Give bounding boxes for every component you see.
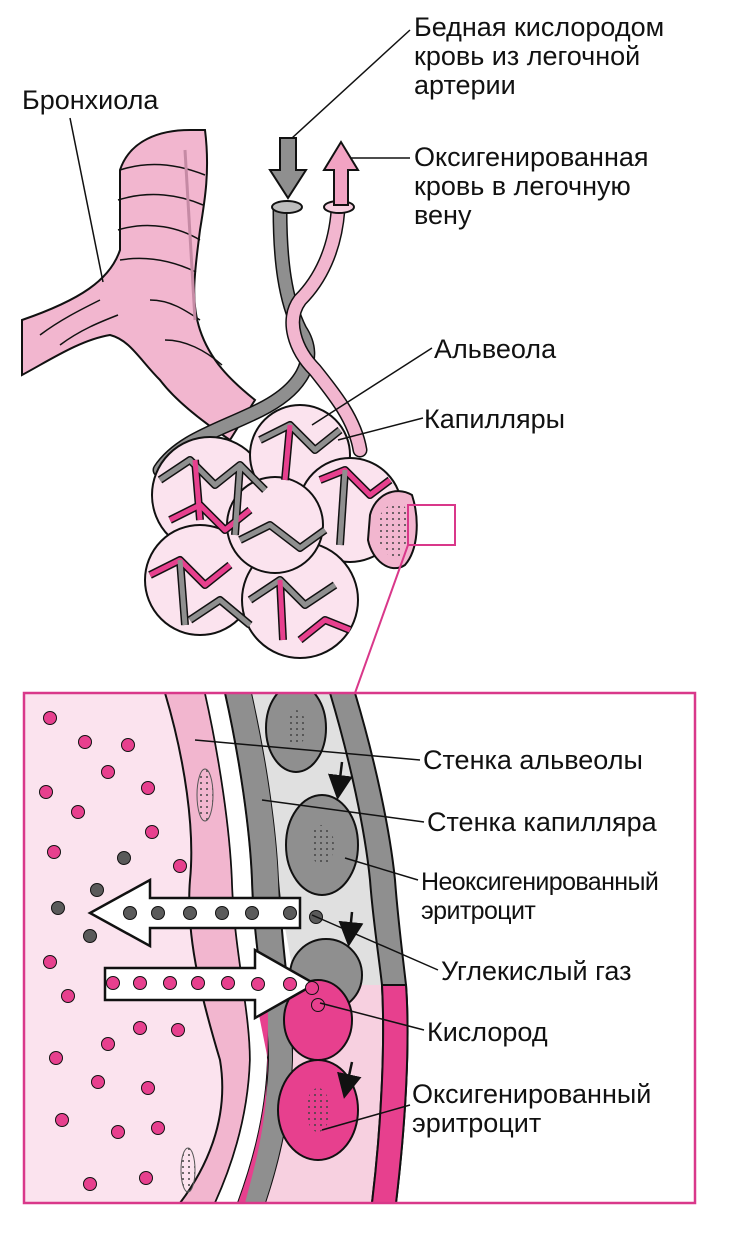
flow-arrow-up-icon bbox=[324, 142, 358, 205]
label-alveolus: Альвеола bbox=[434, 335, 556, 364]
flow-arrow-down-icon bbox=[270, 138, 306, 198]
label-oxygen: Кислород bbox=[427, 1018, 548, 1047]
label-carbon-dioxide: Углекислый газ bbox=[441, 957, 631, 986]
label-capillaries: Капилляры bbox=[424, 405, 565, 434]
label-bronchiole: Бронхиола bbox=[22, 86, 158, 115]
bronchiole-tube bbox=[22, 130, 255, 440]
label-capillary-wall: Стенка капилляра bbox=[427, 808, 657, 837]
alveolar-sac bbox=[145, 405, 417, 658]
label-alveolar-wall: Стенка альвеолы bbox=[423, 746, 643, 775]
zoom-connector bbox=[355, 545, 408, 693]
